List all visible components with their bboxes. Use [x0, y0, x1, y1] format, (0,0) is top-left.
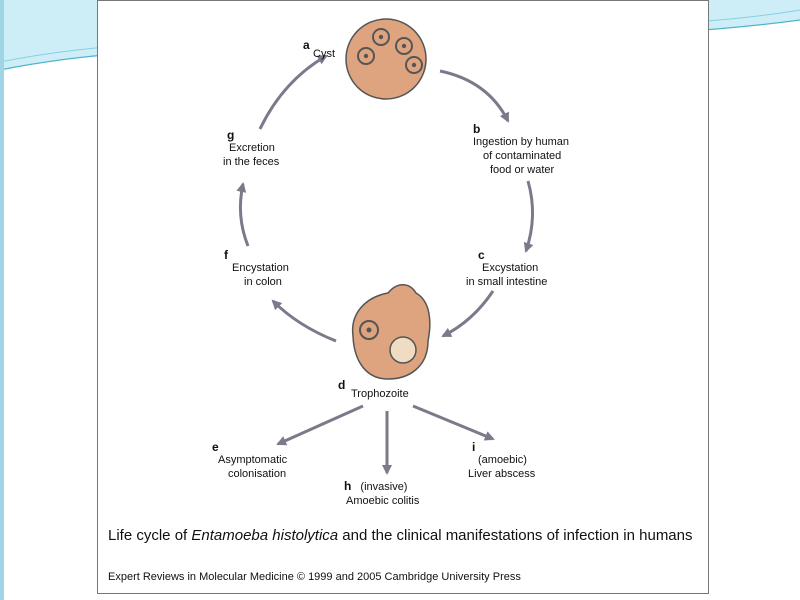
stage-e-line1: Asymptomatic [218, 454, 288, 466]
stage-f-line1: Encystation [232, 262, 289, 274]
arrow-excretion-to-cyst [258, 54, 328, 130]
stage-f-label: f Encystation in colon [224, 249, 289, 289]
food-vacuole [389, 336, 417, 364]
stage-c-line1: Excystation [482, 262, 539, 274]
stage-b-line3: food or water [490, 164, 555, 176]
stage-e-letter: e [212, 440, 219, 454]
stage-g-line1: Excretion [229, 142, 275, 154]
stage-h-line2: Amoebic colitis [346, 495, 420, 507]
stage-d-label: d Trophozoite [338, 379, 409, 401]
stage-h-letter: h [344, 479, 352, 493]
stage-a-text: Cyst [313, 48, 335, 60]
stage-b-line1: Ingestion by human [473, 136, 570, 148]
stage-g-line2: in the feces [223, 156, 280, 168]
arrow-ingestion-to-excystation [523, 180, 535, 253]
stage-h-label: h (invasive) Amoebic colitis [344, 479, 419, 508]
trophozoite-illustration [351, 284, 431, 380]
stage-i-line1: (amoebic) [478, 454, 527, 466]
stage-g-label: g Excretion in the feces [223, 129, 279, 169]
stage-i-label: i (amoebic) Liver abscess [468, 441, 535, 481]
caption-end: and the clinical manifestations of infec… [338, 527, 693, 544]
figure-caption: Life cycle of Entamoeba histolytica and … [108, 526, 698, 545]
arrow-encystation-to-excretion [236, 182, 250, 247]
figure-panel: a Cyst b Ingestion by human of contamina… [97, 0, 709, 594]
cyst-nucleus [372, 28, 390, 46]
stage-f-letter: f [224, 248, 228, 262]
stage-c-letter: c [478, 248, 485, 262]
slide-left-edge [0, 0, 4, 600]
stage-h-line1: (invasive) [360, 481, 408, 493]
stage-b-label: b Ingestion by human of contaminated foo… [473, 123, 569, 177]
stage-a-label: a Cyst [303, 39, 335, 61]
stage-e-label: e Asymptomatic colonisation [212, 441, 287, 481]
stage-d-letter: d [338, 378, 346, 392]
stage-e-line2: colonisation [228, 468, 287, 480]
arrow-to-colonisation [276, 404, 364, 446]
stage-b-line2: of contaminated [483, 150, 562, 162]
figure-credit: Expert Reviews in Molecular Medicine © 1… [108, 571, 521, 583]
stage-g-letter: g [227, 128, 235, 142]
cyst-illustration [345, 18, 427, 100]
stage-c-label: c Excystation in small intestine [466, 249, 547, 289]
life-cycle-diagram [236, 18, 535, 475]
arrow-excystation-to-trophozoite [441, 290, 495, 338]
arrow-cyst-to-ingestion [439, 69, 510, 123]
stage-f-line2: in colon [244, 276, 282, 288]
stage-c-line2: in small intestine [466, 276, 548, 288]
cyst-nucleus [405, 56, 423, 74]
stage-i-letter: i [472, 440, 476, 454]
caption-start: Life cycle of [108, 527, 192, 544]
cyst-nucleus [395, 37, 413, 55]
stage-b-letter: b [473, 122, 481, 136]
trophozoite-nucleus [359, 320, 379, 340]
stage-i-line2: Liver abscess [468, 468, 536, 480]
stage-d-text: Trophozoite [351, 388, 409, 400]
stage-a-letter: a [303, 38, 310, 52]
arrow-to-liver-abscess [412, 404, 495, 441]
cyst-nucleus [357, 47, 375, 65]
caption-species-name: Entamoeba histolytica [191, 527, 339, 544]
arrow-trophozoite-to-encystation [271, 299, 337, 343]
